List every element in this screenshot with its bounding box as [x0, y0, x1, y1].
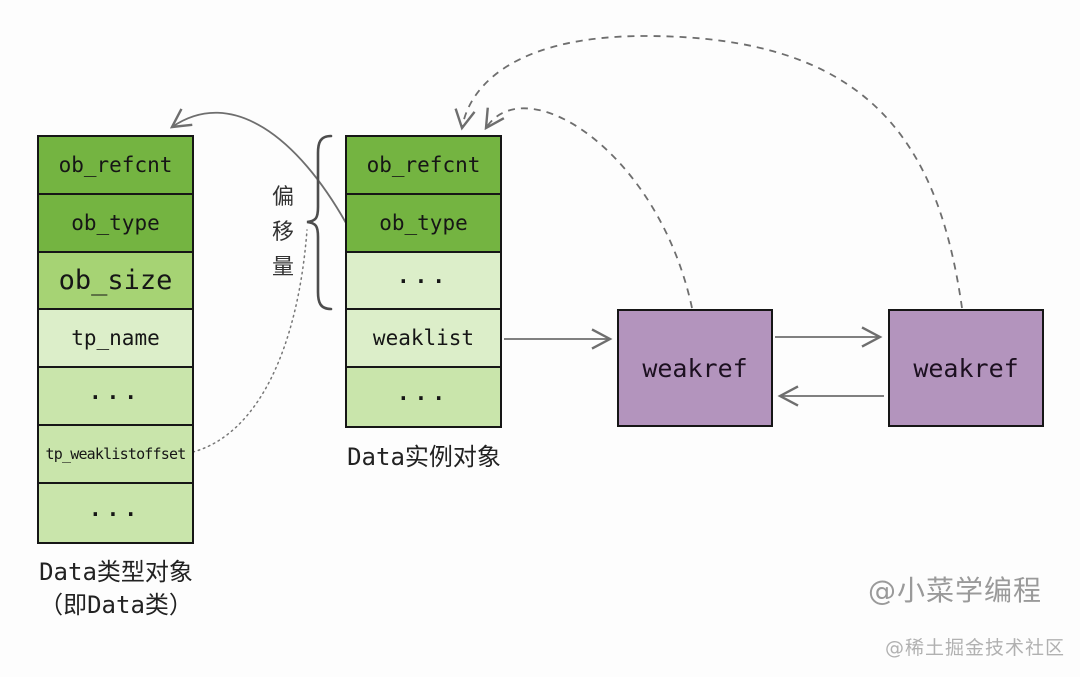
field-label: ob_size — [58, 264, 173, 296]
weakref-node-2: weakref — [888, 309, 1044, 427]
weakref-node-1: weakref — [617, 309, 773, 427]
field-cell-ob-size: ob_size — [39, 252, 192, 311]
weakref2-to-instance-dashed-arrow — [462, 35, 963, 309]
field-label: tp_weaklistoffset — [45, 444, 187, 463]
field-label: ob_refcnt — [366, 152, 481, 177]
field-cell-tp-name: tp_name — [39, 310, 192, 369]
field-label: ... — [89, 380, 142, 405]
field-cell-weaklist: weaklist — [347, 310, 500, 369]
field-cell-ob-type: ob_type — [39, 194, 192, 253]
field-label: ob_type — [71, 210, 160, 235]
field-cell-ellipsis: ... — [39, 483, 192, 542]
instance-object-caption: Data实例对象 — [347, 443, 501, 471]
field-label: ... — [397, 381, 450, 406]
ob-type-to-type-object-arrow — [172, 113, 347, 224]
field-cell-ob-refcnt: ob_refcnt — [347, 137, 500, 195]
watermark-author: @小菜学编程 — [867, 574, 1042, 607]
weakref-label: weakref — [642, 353, 748, 383]
weakref1-to-instance-dashed-arrow — [486, 108, 693, 309]
offset-char: 量 — [271, 255, 294, 280]
offset-char: 偏 — [271, 185, 294, 210]
field-cell-ob-type: ob_type — [347, 194, 500, 253]
offset-label: 偏 移 量 — [268, 179, 298, 281]
field-label: ... — [89, 496, 142, 521]
field-cell-tp-weaklistoffset: tp_weaklistoffset — [39, 425, 192, 484]
offset-brace — [306, 134, 333, 311]
field-cell-ellipsis: ... — [347, 252, 500, 311]
field-label: tp_name — [71, 326, 160, 351]
field-cell-ellipsis: ... — [39, 368, 192, 426]
field-label: ... — [397, 264, 450, 289]
field-label: weaklist — [372, 326, 475, 351]
type-object-box: ob_refcnt ob_type ob_size tp_name ... tp… — [37, 135, 194, 544]
type-object-caption: Data类型对象 （即Data类） — [15, 556, 217, 622]
type-object-caption-line1: Data类型对象 — [39, 558, 193, 586]
type-object-caption-line2: （即Data类） — [39, 591, 193, 619]
field-cell-ellipsis: ... — [347, 368, 500, 426]
weakref-label: weakref — [913, 353, 1019, 383]
offset-char: 移 — [271, 220, 294, 245]
field-cell-ob-refcnt: ob_refcnt — [39, 137, 192, 195]
field-label: ob_refcnt — [58, 152, 173, 177]
watermark-community: @稀土掘金技术社区 — [884, 637, 1065, 659]
field-label: ob_type — [379, 210, 468, 235]
instance-object-box: ob_refcnt ob_type ... weaklist ... — [345, 135, 502, 428]
